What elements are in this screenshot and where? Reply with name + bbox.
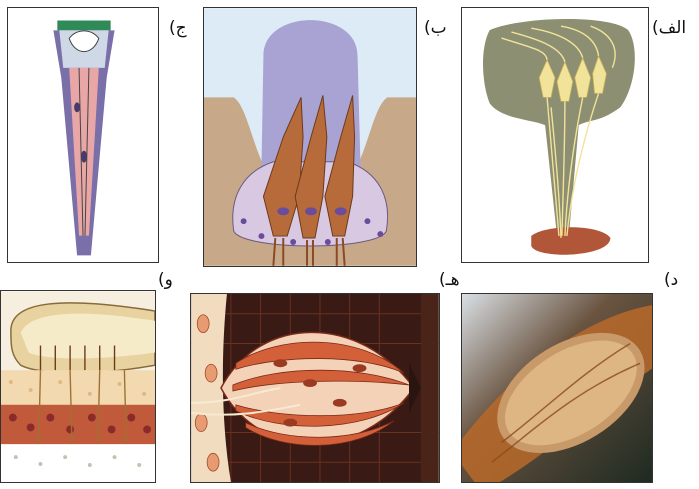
- panel-alef: [461, 7, 649, 263]
- label-alef: الف): [652, 18, 686, 38]
- panel-dal: [461, 293, 653, 483]
- panel-vav: [0, 290, 156, 483]
- panel-he: [190, 293, 440, 483]
- label-be: ب): [424, 18, 447, 38]
- diagram-he: [191, 294, 439, 482]
- diagram-be: [204, 8, 416, 266]
- panel-jim: [7, 7, 159, 263]
- label-vav: و): [158, 270, 173, 290]
- diagram-alef: [462, 8, 648, 262]
- diagram-vav: [1, 291, 155, 482]
- label-jim: ج): [169, 18, 187, 38]
- diagram-dal: [462, 294, 652, 482]
- panel-be: [203, 7, 417, 267]
- label-he: هـ): [439, 270, 460, 290]
- label-dal: د): [664, 270, 678, 290]
- diagram-jim: [8, 8, 158, 262]
